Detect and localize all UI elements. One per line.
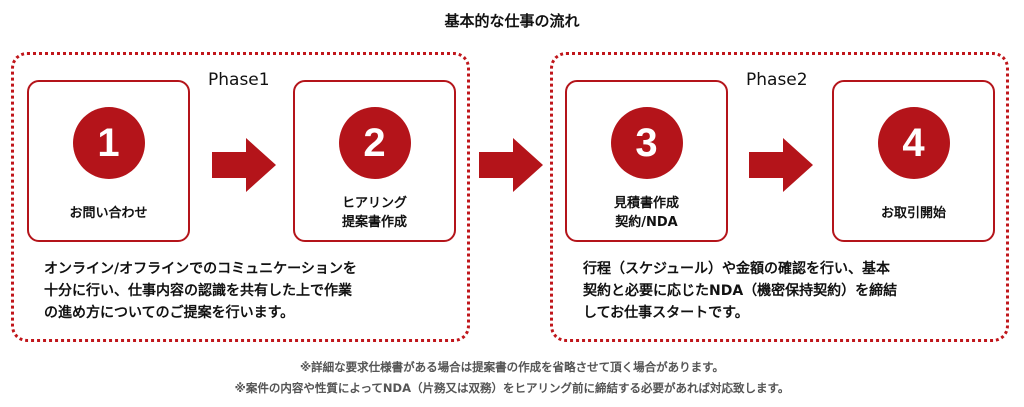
step-3-card: 3 見積書作成 契約/NDA: [565, 80, 728, 242]
phase-1-frame: [11, 52, 470, 342]
phase-2-description: 行程（スケジュール）や金額の確認を行い、基本 契約と必要に応じたNDA（機密保持…: [583, 258, 897, 324]
step-2-label-line-2: 提案書作成: [341, 215, 407, 230]
step-1-card: 1 お問い合わせ: [27, 80, 190, 242]
phase-1-label: Phase1: [208, 70, 270, 90]
step-1-number: 1: [72, 107, 145, 179]
phase-1-description: オンライン/オフラインでのコミュニケーションを 十分に行い、仕事内容の認識を共有…: [44, 258, 357, 324]
phase-1-description-line-1: オンライン/オフラインでのコミュニケーションを: [44, 261, 357, 277]
step-4-number: 4: [877, 107, 950, 179]
step-2-card: 2 ヒアリング 提案書作成: [293, 80, 456, 242]
step-1-label-line-1: お問い合わせ: [69, 205, 148, 221]
step-3-label-line-2: 契約/NDA: [615, 215, 678, 230]
step-4-label: お取引開始: [838, 190, 989, 236]
right-arrow-icon: [749, 138, 813, 192]
phase-2-label: Phase2: [746, 70, 808, 90]
footnote-1: ※詳細な要求仕様書がある場合は提案書の作成を省略させて頂く場合があります。: [299, 360, 725, 374]
step-3-label: 見積書作成 契約/NDA: [571, 190, 722, 236]
right-arrow-icon: [479, 138, 543, 192]
right-arrow-icon: [212, 138, 276, 192]
phase-1-description-line-3: の進め方についてのご提案を行います。: [44, 305, 295, 321]
diagram-title: 基本的な仕事の流れ: [444, 12, 580, 30]
footnote-2: ※案件の内容や性質によってNDA（片務又は双務）をヒアリング前に締結する必要があ…: [234, 381, 790, 395]
step-2-label: ヒアリング 提案書作成: [299, 190, 450, 236]
phase-2-description-line-1: 行程（スケジュール）や金額の確認を行い、基本: [583, 261, 891, 277]
step-4-card: 4 お取引開始: [832, 80, 995, 242]
phase-2-description-line-3: してお仕事スタートです。: [583, 305, 749, 321]
step-2-label-line-1: ヒアリング: [341, 196, 407, 211]
phase-1-description-line-2: 十分に行い、仕事内容の認識を共有した上で作業: [44, 283, 352, 299]
step-2-number: 2: [338, 107, 411, 179]
step-4-label-line-1: お取引開始: [880, 205, 946, 221]
step-3-label-line-1: 見積書作成: [613, 196, 679, 211]
step-3-number: 3: [610, 107, 683, 179]
phase-2-frame: [550, 52, 1009, 342]
step-1-label: お問い合わせ: [33, 190, 184, 236]
footnotes: ※詳細な要求仕様書がある場合は提案書の作成を省略させて頂く場合があります。 ※案…: [0, 357, 1024, 399]
phase-2-description-line-2: 契約と必要に応じたNDA（機密保持契約）を締結: [583, 283, 898, 299]
